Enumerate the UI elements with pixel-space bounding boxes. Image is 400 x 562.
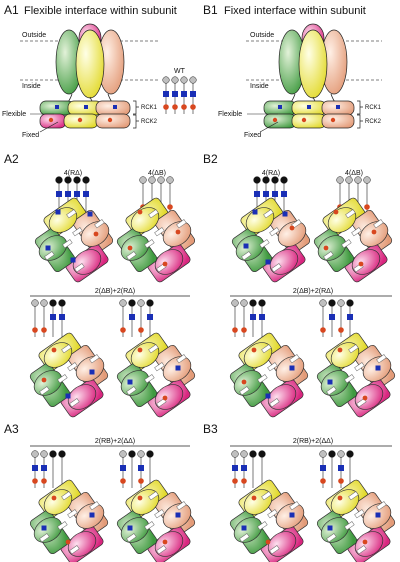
binding-site-stalk-icon: [337, 450, 345, 488]
construct-label-b3: 2(RB)+2(ΔΔ): [293, 438, 333, 445]
outside-label-a1: Outside: [22, 32, 46, 39]
gating-ring-icon: [116, 332, 196, 418]
rck2-label-a1: RCK2: [141, 119, 158, 125]
flexible-callout-b1: Flexible: [218, 111, 242, 118]
gating-ring-icon: [34, 197, 114, 283]
gating-ring-icon: [229, 479, 309, 562]
gating-ring-icon: [316, 479, 396, 562]
gating-ring-icon: [313, 197, 393, 283]
binding-site-stalk-icon: [328, 450, 336, 488]
construct-label-a3: 2(RB)+2(ΔΔ): [95, 438, 135, 445]
binding-site-stalk-icon: [49, 299, 57, 337]
rck2-label-b1: RCK2: [365, 119, 382, 125]
construct-label-a2-right: 4(ΔB): [148, 170, 166, 177]
construct-label-b2-right: 4(ΔB): [345, 170, 363, 177]
binding-site-stalk-icon: [137, 299, 145, 337]
rck1-label-a1: RCK1: [141, 105, 158, 111]
flexible-callout-a1: Flexible: [2, 111, 26, 118]
binding-site-stalk-icon: [231, 450, 239, 488]
binding-site-stalk-icon: [166, 176, 174, 214]
fixed-callout-a1: Fixed: [22, 132, 39, 139]
binding-site-stalk-icon: [337, 299, 345, 337]
binding-site-stalk-icon: [346, 450, 354, 488]
binding-site-stalk-icon: [49, 450, 57, 488]
binding-site-stalk-icon: [31, 450, 39, 488]
gating-ring-icon: [229, 332, 309, 418]
panel-label-a1: A1: [4, 3, 19, 17]
construct-label-a2-left: 4(RΔ): [64, 170, 82, 177]
panel-label-a2: A2: [4, 152, 19, 166]
gating-ring-icon: [231, 197, 311, 283]
binding-site-stalk-icon: [319, 450, 327, 488]
inside-label-b1: Inside: [250, 83, 269, 90]
binding-site-stalk-icon: [82, 176, 90, 214]
binding-site-stalk-icon: [119, 450, 127, 488]
binding-site-stalk-icon: [240, 299, 248, 337]
wt-label: WT: [174, 68, 186, 75]
binding-site-stalk-icon: [58, 450, 66, 488]
binding-site-stalk-icon: [363, 176, 371, 214]
panel-title-b1: Fixed interface within subunit: [224, 5, 366, 17]
binding-site-stalk-icon: [40, 450, 48, 488]
b1-side-view: Outside Inside RCK1 RCK2 Flexible Fixed: [218, 23, 382, 139]
binding-site-stalk-icon: [240, 450, 248, 488]
gating-ring-icon: [29, 332, 109, 418]
binding-site-stalk-icon: [119, 299, 127, 337]
panel-label-b2: B2: [203, 152, 218, 166]
panel-title-a1: Flexible interface within subunit: [24, 5, 177, 17]
gating-ring-icon: [116, 197, 196, 283]
construct-label-b2-mixed: 2(ΔB)+2(RΔ): [293, 288, 333, 295]
inside-label-a1: Inside: [22, 83, 41, 90]
panel-label-b1: B1: [203, 3, 218, 17]
binding-site-stalk-icon: [128, 450, 136, 488]
fixed-callout-b1: Fixed: [244, 132, 261, 139]
gating-ring-icon: [29, 479, 109, 562]
binding-site-stalk-icon: [258, 299, 266, 337]
binding-site-stalk-icon: [346, 299, 354, 337]
rck1-label-b1: RCK1: [365, 105, 382, 111]
wt-stalks: [162, 76, 197, 114]
binding-site-stalk-icon: [328, 299, 336, 337]
binding-site-stalk-icon: [128, 299, 136, 337]
binding-site-stalk-icon: [146, 450, 154, 488]
binding-site-stalk-icon: [280, 176, 288, 214]
binding-site-stalk-icon: [249, 299, 257, 337]
binding-site-stalk-icon: [58, 299, 66, 337]
binding-site-stalk-icon: [258, 450, 266, 488]
binding-site-stalk-icon: [31, 299, 39, 337]
construct-label-a2-mixed: 2(ΔB)+2(RΔ): [95, 288, 135, 295]
construct-label-b2-left: 4(RΔ): [262, 170, 280, 177]
gating-ring-icon: [316, 332, 396, 418]
panel-label-b3: B3: [203, 422, 218, 436]
binding-site-stalk-icon: [319, 299, 327, 337]
binding-site-stalk-icon: [231, 299, 239, 337]
binding-site-stalk-icon: [249, 450, 257, 488]
binding-site-stalk-icon: [40, 299, 48, 337]
panel-label-a3: A3: [4, 422, 19, 436]
ring-groups: [29, 197, 396, 562]
binding-site-stalk-icon: [146, 299, 154, 337]
binding-site-stalk-icon: [137, 450, 145, 488]
a1-side-view: Outside Inside RCK1 RCK2 Flexible Fixed: [2, 23, 160, 139]
gating-ring-icon: [116, 479, 196, 562]
outside-label-b1: Outside: [250, 32, 274, 39]
